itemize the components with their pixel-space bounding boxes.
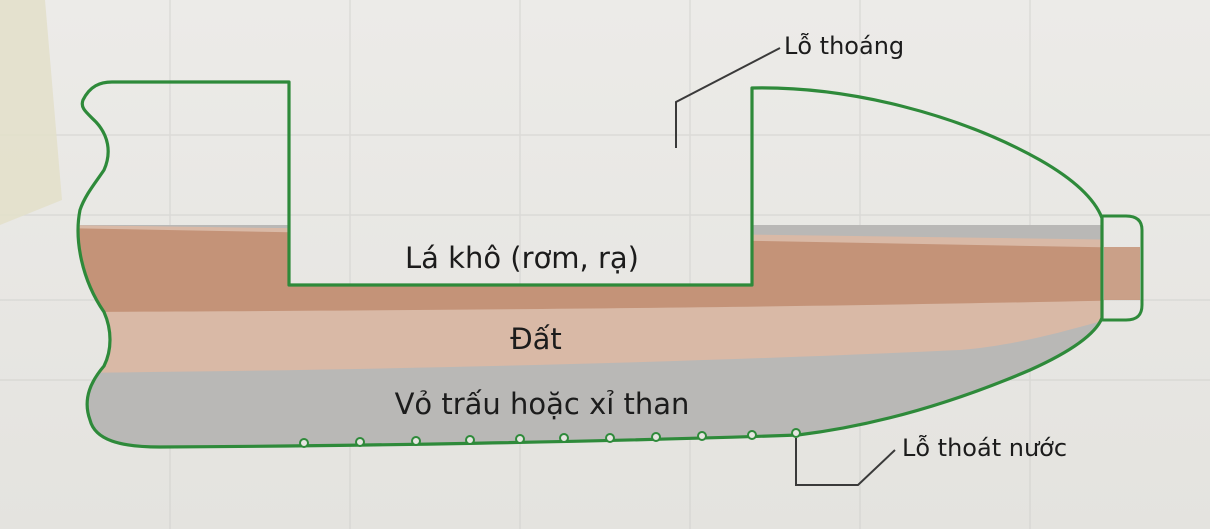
drain-hole [747,430,757,440]
layer-label-soil: Đất [510,322,562,356]
bottle-outline [76,80,1104,449]
bottle-cap-fill [1104,247,1140,300]
drain-leader-line [795,438,896,486]
drain-hole [411,436,421,446]
drain-hole [355,437,365,447]
drain-holes [299,428,801,448]
drain-hole [651,432,661,442]
drain-label: Lỗ thoát nước [902,433,1067,462]
page-edge-shadow [0,0,62,225]
drain-hole [605,433,615,443]
bottle-neck [1102,214,1144,322]
drain-hole [515,434,525,444]
drain-hole [791,428,801,438]
vent-label: Lỗ thoáng [784,31,904,60]
drain-hole [559,433,569,443]
drain-hole [697,431,707,441]
layer-label-husk: Vỏ trấu hoặc xỉ than [395,387,690,421]
drain-hole [465,435,475,445]
vent-leader-line [675,47,781,148]
drain-hole [299,438,309,448]
layer-label-dry-leaves: Lá khô (rơm, rạ) [405,241,639,275]
